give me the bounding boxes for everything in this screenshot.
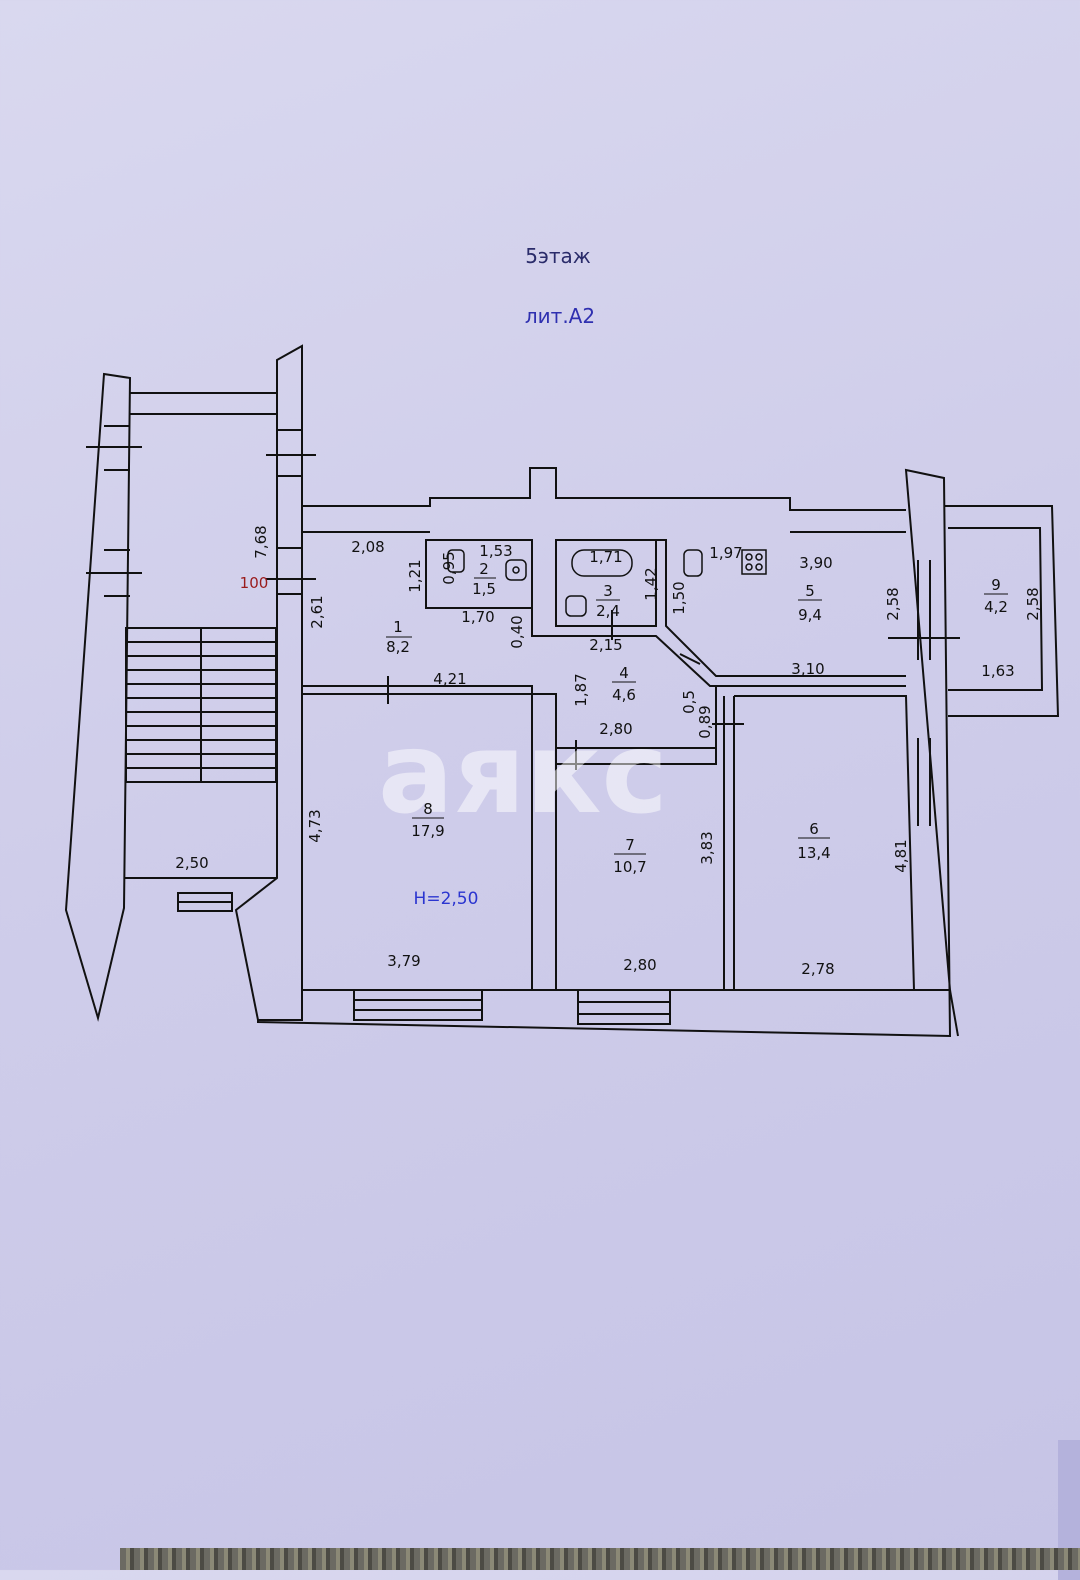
dim-r4-small-a: 0,5	[680, 690, 698, 714]
dim-stair-width: 2,50	[175, 854, 208, 872]
room-9-area: 4,2	[984, 598, 1008, 616]
room-1-number: 1	[393, 618, 403, 636]
room-7-number: 7	[625, 836, 635, 854]
stair-top-beam	[130, 392, 278, 415]
kitchen-sink-icon	[683, 549, 703, 577]
floor-title: 5этаж	[525, 244, 591, 268]
room-1-area: 8,2	[386, 638, 410, 656]
bathroom-2-walls	[425, 539, 533, 609]
dim-r5-left: 1,50	[670, 581, 688, 614]
balcony-inner	[948, 527, 1044, 691]
room-3-area: 2,4	[596, 602, 620, 620]
dim-r2-side: 0,95	[440, 551, 458, 584]
toilet-icon	[447, 549, 465, 573]
room7-top	[556, 747, 717, 765]
walls	[64, 344, 1060, 1038]
stair-left-wall	[64, 372, 132, 1022]
outer-corner	[949, 989, 959, 1037]
top-outer-wall	[302, 467, 906, 511]
dim-r6-side: 4,81	[892, 839, 910, 872]
room-4-area: 4,6	[612, 686, 636, 704]
room-5-number: 5	[805, 582, 815, 600]
dimension-labels: 2,50 2,08 4,21 1,53 1,70 1,71 2,15 2,80 …	[175, 538, 1014, 978]
sink-icon	[505, 559, 527, 581]
room-5-area: 9,4	[798, 606, 822, 624]
room-3-number: 3	[603, 582, 613, 600]
dim-r1-bottom: 4,21	[433, 670, 466, 688]
paper-corner-shadow	[1058, 1440, 1080, 1580]
dim-r1-gap: 0,40	[508, 615, 526, 648]
room-9-number: 9	[991, 576, 1001, 594]
room-6-number: 6	[809, 820, 819, 838]
hall-partition	[531, 608, 906, 687]
dim-r1-small: 1,21	[406, 559, 424, 592]
carpet-edge	[120, 1548, 1080, 1570]
stair-treads	[125, 627, 277, 783]
dim-stair-height: 7,68	[252, 525, 270, 558]
dim-r4-top: 2,15	[589, 636, 622, 654]
dim-r5-top-left: 1,97	[709, 544, 742, 562]
dim-r5-right: 2,58	[884, 587, 902, 620]
stove-icon	[741, 549, 767, 575]
room8-partition	[301, 686, 557, 990]
kitchen-partition	[656, 539, 906, 677]
dim-r2-top: 1,53	[479, 542, 512, 560]
washbasin-icon	[565, 595, 587, 617]
dim-r1-side: 2,61	[308, 595, 326, 628]
fixtures	[447, 549, 767, 617]
dim-r5-bottom: 3,10	[791, 660, 824, 678]
room-7-area: 10,7	[613, 858, 646, 876]
room-6-area: 13,4	[797, 844, 830, 862]
bathtub-icon	[571, 549, 633, 577]
window-room8	[353, 989, 483, 1021]
dim-r9-bottom: 1,63	[981, 662, 1014, 680]
room-2-area: 1,5	[472, 580, 496, 598]
dim-r8-bottom: 3,79	[387, 952, 420, 970]
dim-r4-bottom: 2,80	[599, 720, 632, 738]
dim-r9-side: 2,58	[1024, 587, 1042, 620]
litera-label: лит.А2	[524, 304, 596, 328]
room-4-number: 4	[619, 664, 629, 682]
dim-r4-small-b: 0,89	[696, 705, 714, 738]
dim-r2-bottom: 1,70	[461, 608, 494, 626]
dim-r1-top: 2,08	[351, 538, 384, 556]
dim-r8-side: 4,73	[306, 809, 324, 842]
ceiling-height-note: H=2,50	[414, 889, 479, 909]
dim-r5-top: 3,90	[799, 554, 832, 572]
dim-r7-bottom: 2,80	[623, 956, 656, 974]
vertical-dimension-labels: 7,68 2,61 1,21 0,40 0,95 1,42 1,87 0,5 0…	[252, 525, 1042, 872]
marker-100: 100	[240, 574, 269, 592]
room-8-area: 17,9	[411, 822, 444, 840]
dim-r3-top: 1,71	[589, 548, 622, 566]
room-labels: 1 8,2 2 1,5 3 2,4 4 4,6 5 9,4 6 13,4 7 1…	[386, 560, 1008, 876]
room-2-number: 2	[479, 560, 489, 578]
bathroom-3-walls	[555, 539, 657, 627]
watermark-logo: аякс	[378, 709, 668, 839]
room8-inner	[302, 685, 533, 990]
dim-r3-side: 1,42	[642, 567, 660, 600]
window-room7	[577, 989, 671, 1025]
room-8-number: 8	[423, 800, 433, 818]
dim-r7-side: 3,83	[698, 831, 716, 864]
dim-r4-side: 1,87	[572, 673, 590, 706]
dim-r6-bottom: 2,78	[801, 960, 834, 978]
balcony-outer	[944, 505, 1060, 717]
room6-top-right	[734, 695, 915, 991]
